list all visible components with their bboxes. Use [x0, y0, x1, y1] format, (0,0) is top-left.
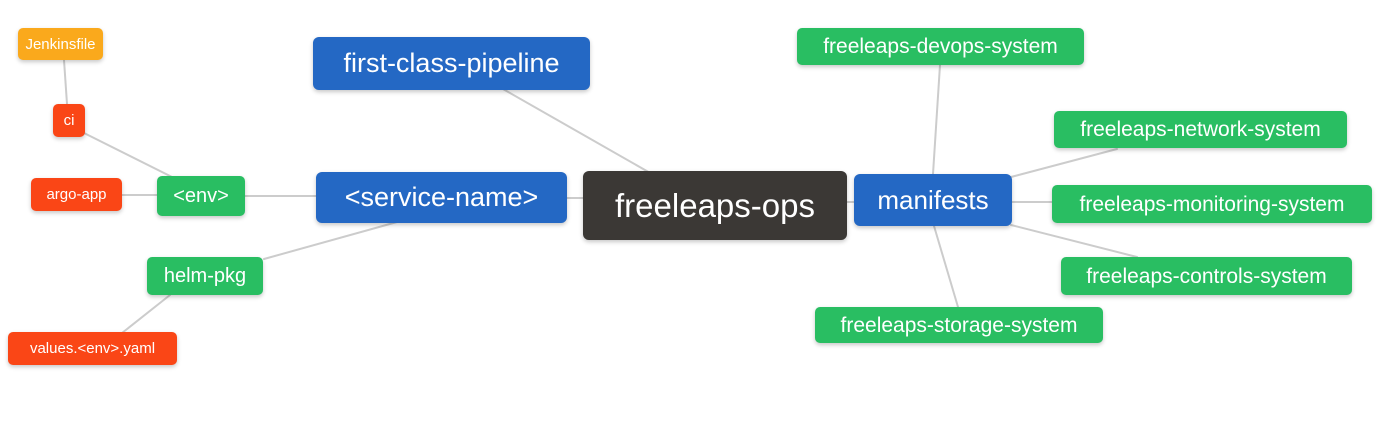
node-freeleaps-controls-system[interactable]: freeleaps-controls-system [1061, 257, 1352, 295]
node-freeleaps-network-system[interactable]: freeleaps-network-system [1054, 111, 1347, 148]
node-freeleaps-monitoring-system[interactable]: freeleaps-monitoring-system [1052, 185, 1372, 223]
edge-service-name-helm-pkg [263, 221, 398, 260]
node-freeleaps-storage-system[interactable]: freeleaps-storage-system [815, 307, 1103, 343]
edge-pipeline-root [502, 88, 653, 175]
node-values-env-yaml[interactable]: values.<env>.yaml [8, 332, 177, 365]
edge-ci-env [83, 132, 173, 178]
edge-jenkinsfile-ci [63, 59, 68, 105]
node-argo-app[interactable]: argo-app [31, 178, 122, 211]
node-service-name[interactable]: <service-name> [316, 172, 567, 223]
edge-manifests-devops [932, 64, 941, 175]
node-first-class-pipeline[interactable]: first-class-pipeline [313, 37, 590, 90]
node-manifests[interactable]: manifests [854, 174, 1012, 226]
node-env[interactable]: <env> [157, 176, 245, 216]
node-jenkinsfile[interactable]: Jenkinsfile [18, 28, 103, 60]
node-helm-pkg[interactable]: helm-pkg [147, 257, 263, 295]
node-ci[interactable]: ci [53, 104, 85, 137]
edge-helm-pkg-values [121, 294, 171, 334]
node-root-freeleaps-ops[interactable]: freeleaps-ops [583, 171, 847, 240]
edge-manifests-network [1010, 148, 1118, 178]
edge-manifests-controls [1010, 224, 1138, 258]
node-freeleaps-devops-system[interactable]: freeleaps-devops-system [797, 28, 1084, 65]
edge-manifests-storage [933, 225, 959, 308]
